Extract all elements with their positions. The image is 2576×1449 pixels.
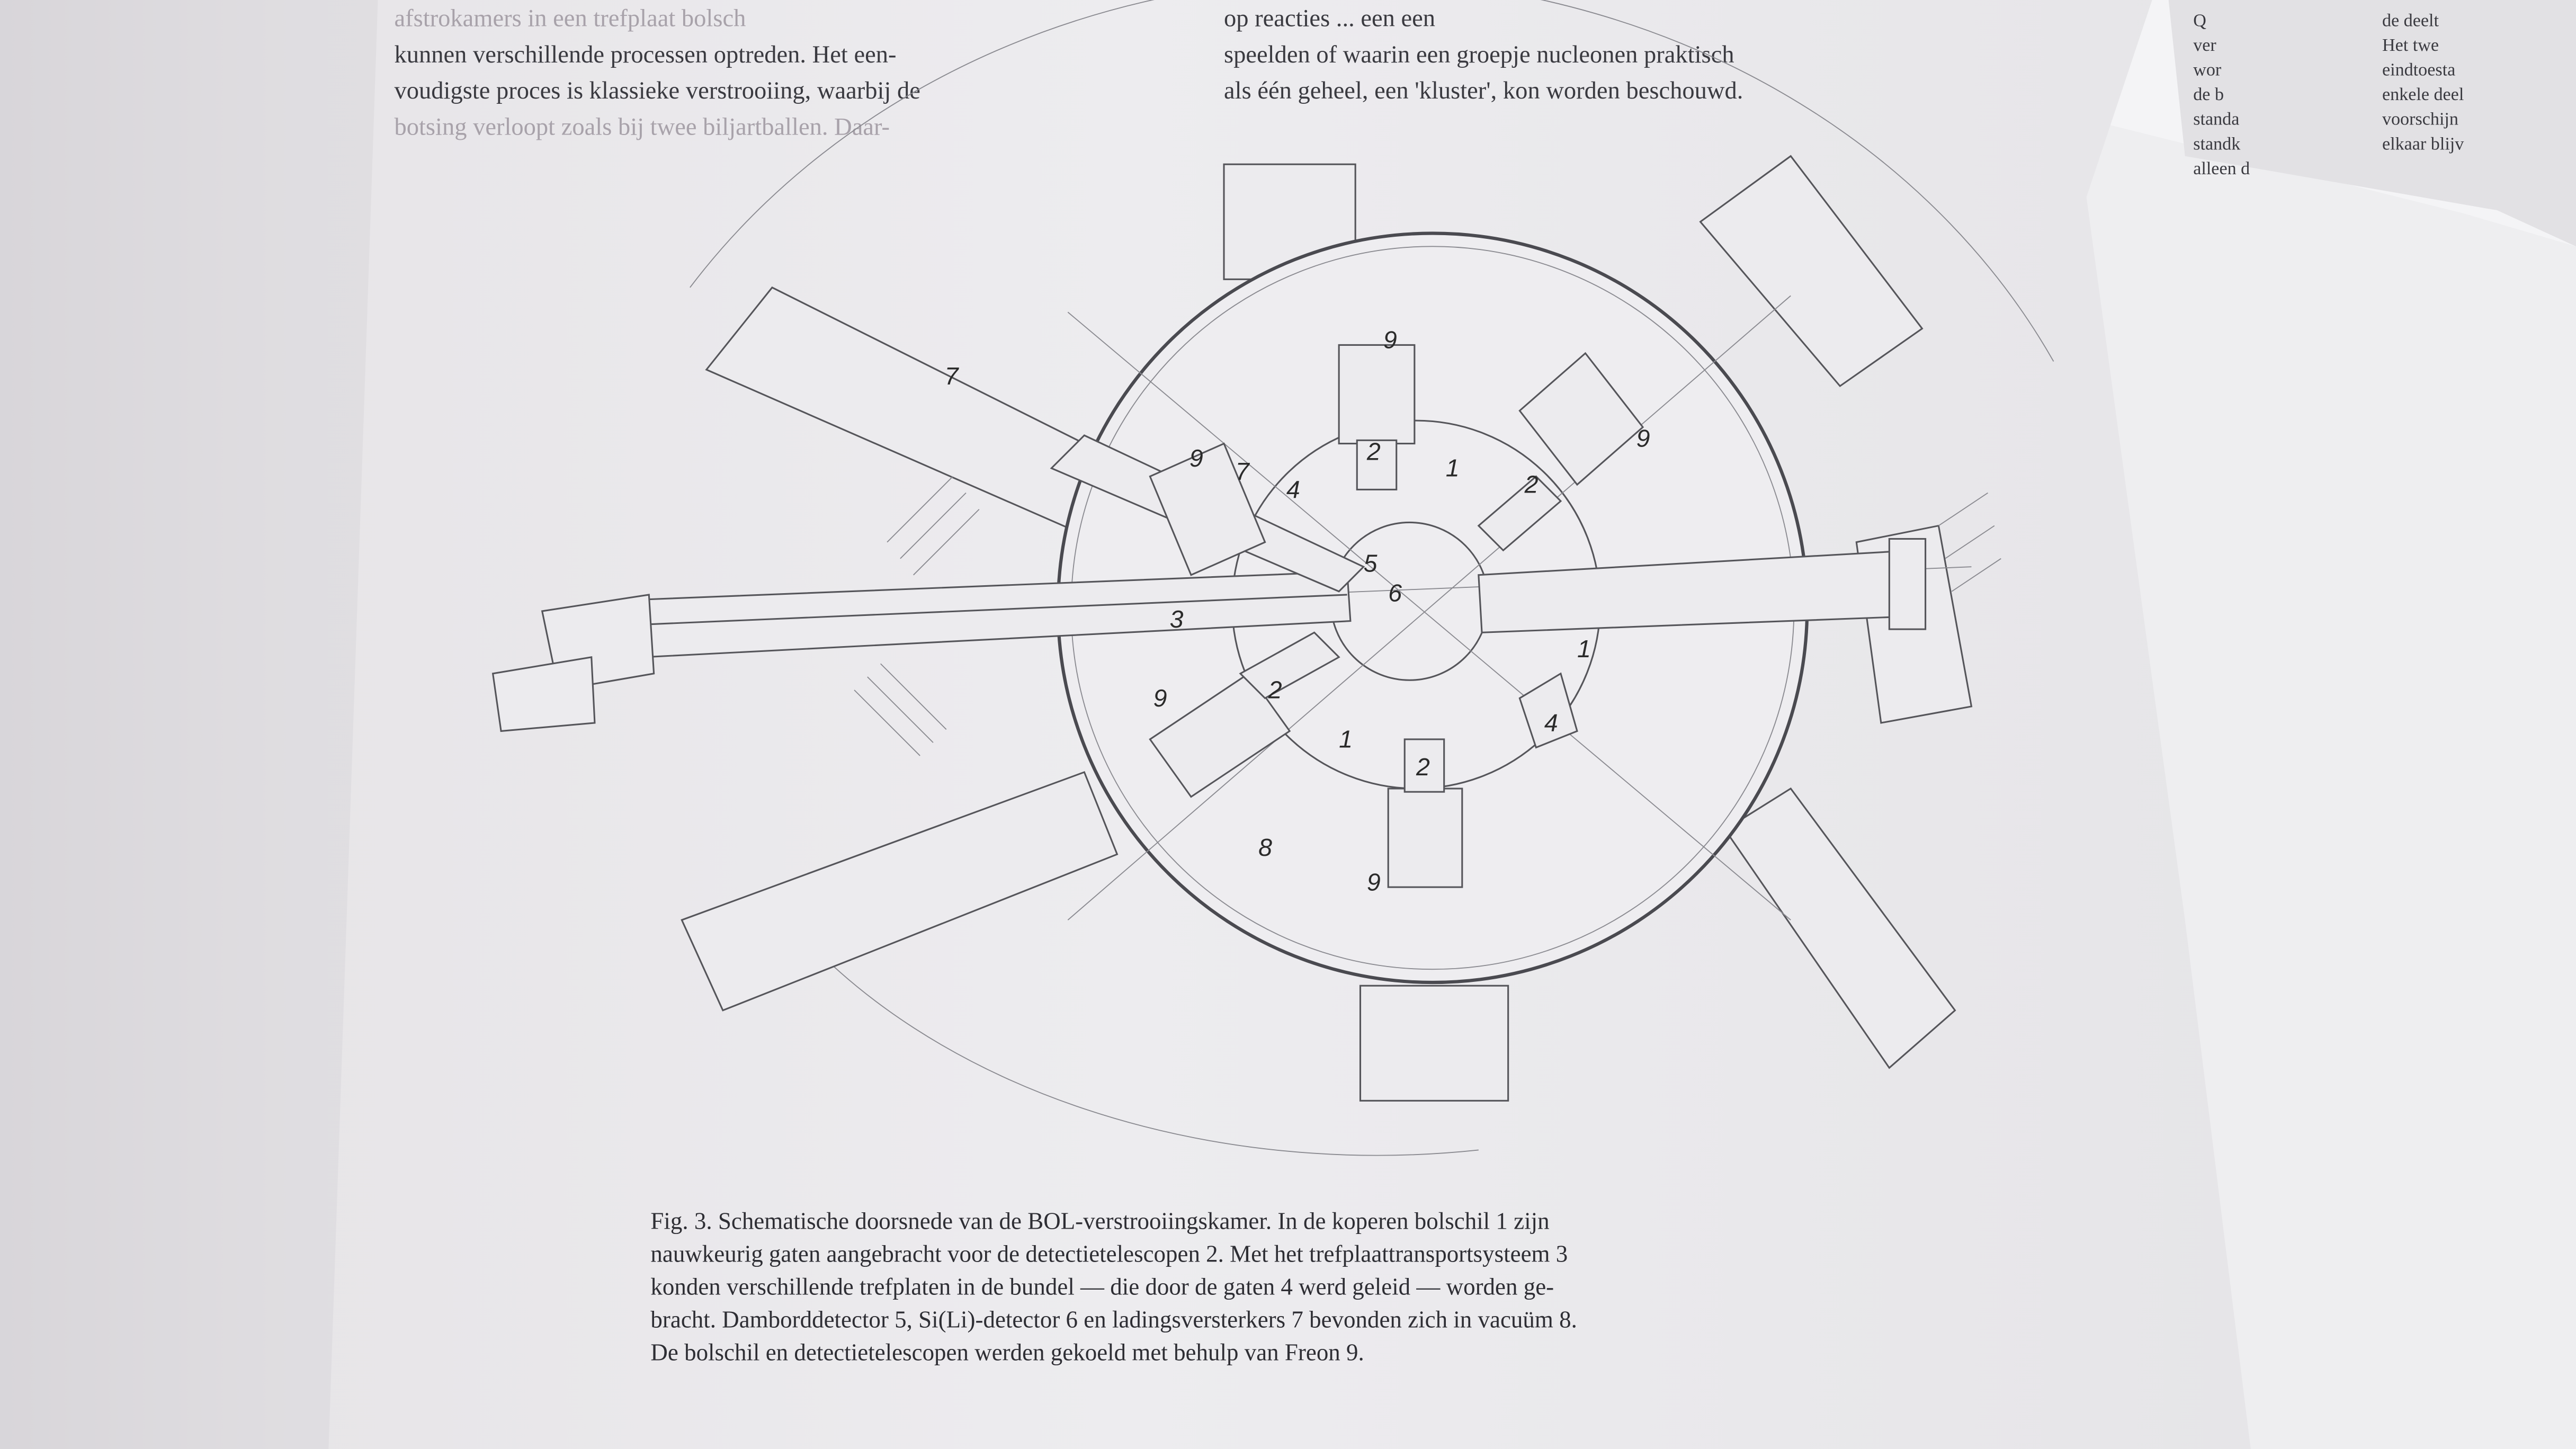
adjacent-page-text: voorschijn <box>2382 110 2458 129</box>
adjacent-page-text: eindtoesta <box>2382 60 2455 80</box>
diagram-label: 2 <box>1524 471 1539 498</box>
body-text-line: als één geheel, een 'kluster', kon worde… <box>1224 77 1743 104</box>
body-text-line: op reacties ... een een <box>1224 5 1435 32</box>
adjacent-page-text: elkaar blijv <box>2382 134 2464 154</box>
adjacent-page-text: de deelt <box>2382 11 2439 31</box>
body-text-line: speelden of waarin een groepje nucleonen… <box>1224 41 1734 68</box>
caption-line: konden verschillende trefplaten in de bu… <box>650 1273 1554 1300</box>
diagram-label: 2 <box>1268 676 1282 703</box>
body-text-line: kunnen verschillende processen optreden.… <box>394 41 896 68</box>
diagram-label: 8 <box>1258 834 1272 861</box>
diagram-label: 9 <box>1189 444 1203 472</box>
diagram-label: 5 <box>1364 550 1378 577</box>
diagram-label: 9 <box>1383 326 1397 354</box>
caption-line: nauwkeurig gaten aangebracht voor de det… <box>650 1240 1568 1267</box>
diagram-label: 9 <box>1367 868 1381 896</box>
diagram-label: 7 <box>1236 458 1250 485</box>
top-text-right: op reacties ... een een speelden of waari… <box>1224 5 1743 104</box>
diagram-label: 2 <box>1416 753 1430 781</box>
diagram-label: 4 <box>1286 476 1300 503</box>
diagram-label: 7 <box>945 362 960 390</box>
top-text-left: afstrokamers in een trefplaat bolsch kunn… <box>394 5 920 141</box>
diagram-label: 3 <box>1170 605 1184 633</box>
caption-line: bracht. Damborddetector 5, Si(Li)-detect… <box>650 1306 1577 1332</box>
diagram-label: 9 <box>1153 684 1167 712</box>
diagram-label: 1 <box>1339 725 1353 753</box>
adjacent-page-text: standk <box>2193 134 2241 154</box>
body-text-line: botsing verloopt zoals bij twee biljartb… <box>394 113 890 140</box>
adjacent-page-text: enkele deel <box>2382 85 2464 104</box>
adjacent-page-text: ver <box>2193 35 2216 55</box>
diagram-label: 6 <box>1388 579 1402 606</box>
adjacent-page-text: alleen d <box>2193 159 2250 178</box>
adjacent-page-text: de b <box>2193 85 2224 104</box>
diagram-label: 2 <box>1366 438 1381 466</box>
scattering-chamber-diagram: 1 1 1 2 2 2 2 3 4 4 56 7 7 8 9 9 9 9 9 <box>491 0 2054 1156</box>
adjacent-page-text: Q <box>2193 11 2206 31</box>
adjacent-page-text: wor <box>2193 60 2222 80</box>
caption-line: De bolschil en detectietelescopen werden… <box>650 1339 1364 1365</box>
diagram-label: 1 <box>1577 635 1591 663</box>
diagram-label: 4 <box>1544 709 1558 736</box>
adjacent-page-text: Het twe <box>2382 35 2439 55</box>
body-text-line: voudigste proces is klassieke verstrooii… <box>394 77 920 104</box>
diagram-label: 9 <box>1636 425 1650 452</box>
caption-line: Fig. 3. Schematische doorsnede van de BO… <box>650 1208 1549 1234</box>
adjacent-page-text: standa <box>2193 110 2239 129</box>
body-text-line: afstrokamers in een trefplaat bolsch <box>394 5 746 32</box>
diagram-label: 1 <box>1446 454 1460 482</box>
figure-caption: Fig. 3. Schematische doorsnede van de BO… <box>650 1208 1577 1365</box>
